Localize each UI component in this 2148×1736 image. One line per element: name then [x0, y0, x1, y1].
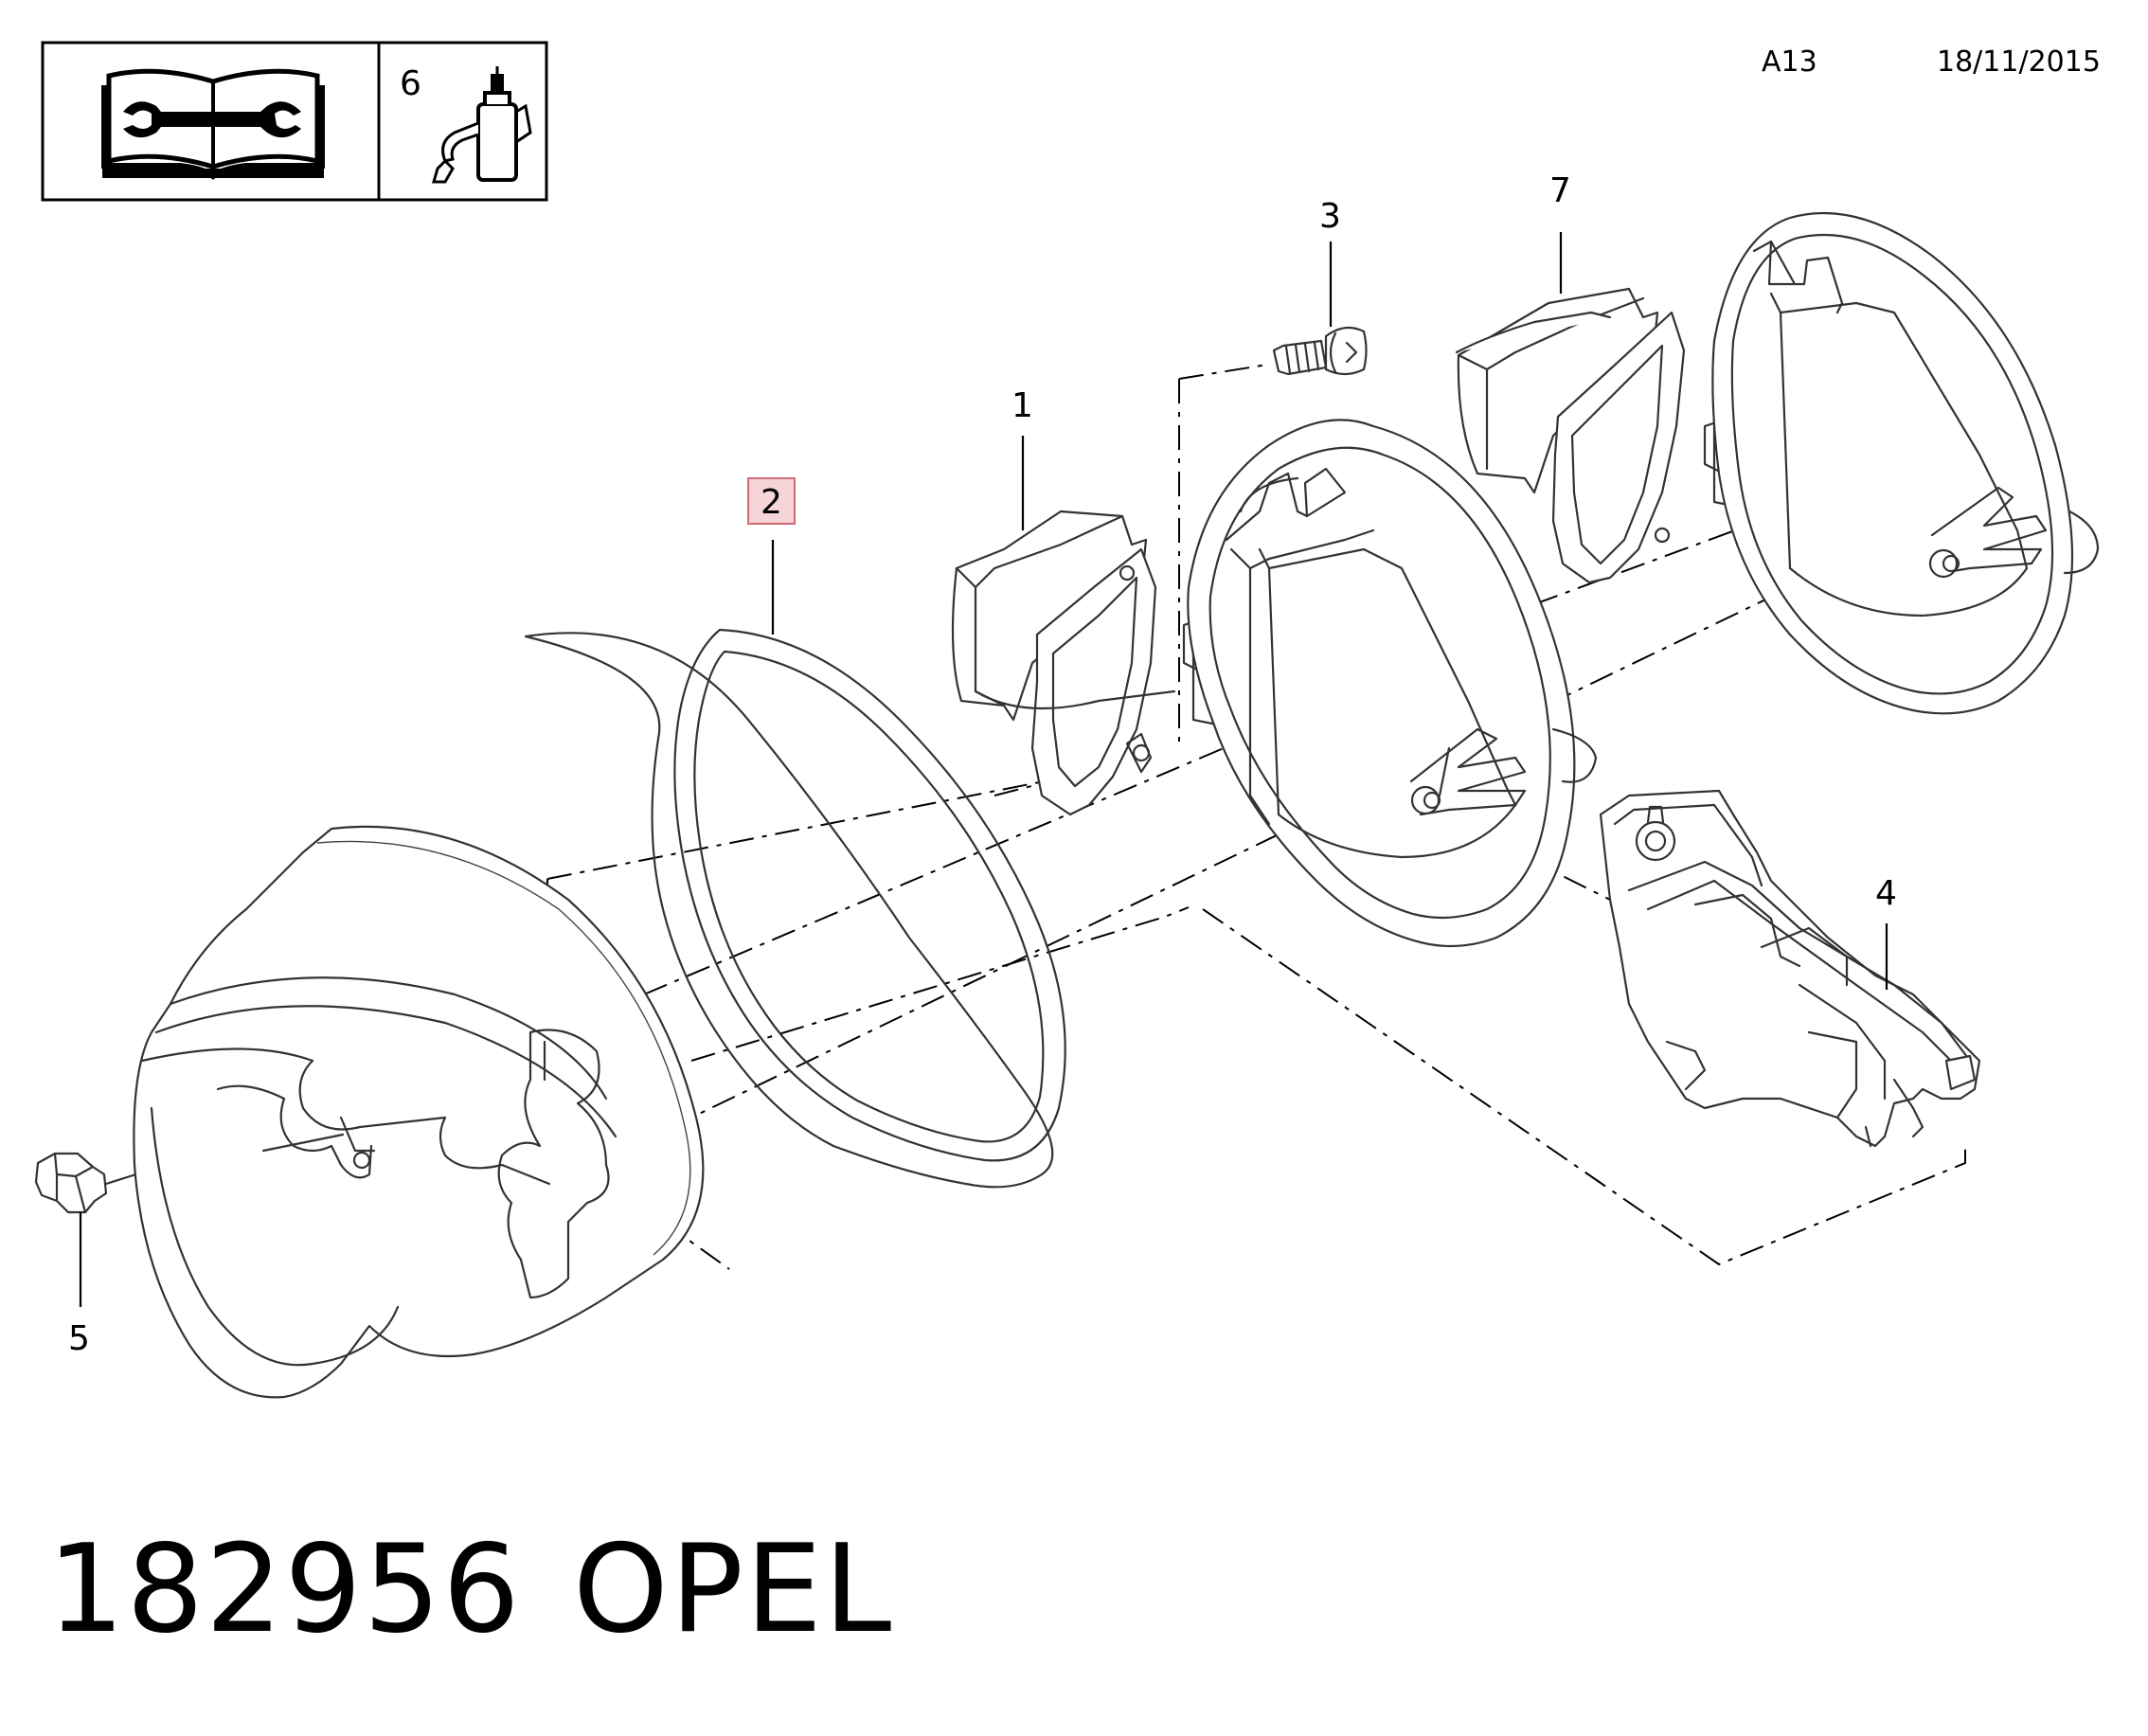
part-7-fuel-door	[1455, 211, 2100, 715]
callout-7[interactable]: 7	[1549, 171, 1571, 210]
callout-3[interactable]: 3	[1319, 197, 1341, 236]
callout-5[interactable]: 5	[68, 1319, 90, 1358]
callout-2[interactable]: 2	[761, 483, 782, 522]
oil-can-icon	[432, 66, 532, 184]
book-wrench-icon	[101, 68, 325, 180]
callout-4[interactable]: 4	[1875, 874, 1897, 913]
sheet-date: 18/11/2015	[1937, 45, 2101, 79]
icon-box: 6	[41, 41, 548, 202]
callout-2-highlight	[747, 477, 796, 525]
part-4-actuator	[1599, 789, 1981, 1148]
brand-name: OPEL	[573, 1519, 894, 1660]
part-1-fuel-door	[951, 419, 1598, 948]
part-3-screw	[1272, 326, 1368, 376]
diagram-number: 182956	[47, 1519, 522, 1660]
callouts: 1 2 3 4 5 7	[68, 171, 1897, 1358]
icon-qty: 6	[400, 64, 421, 103]
leader-lines	[79, 232, 1888, 1307]
callout-1[interactable]: 1	[1011, 386, 1033, 425]
part-2-seal-ring	[524, 628, 1066, 1189]
part-filler-housing	[133, 825, 705, 1399]
sheet-code: A13	[1762, 45, 1817, 79]
part-5-clip	[34, 1152, 144, 1214]
